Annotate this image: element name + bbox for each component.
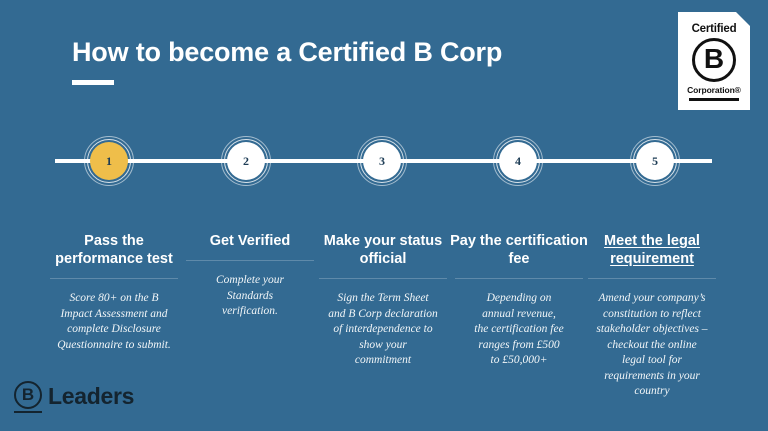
bleaders-b-letter: B [21, 385, 35, 404]
marker-inner-ring [224, 139, 268, 183]
step-marker-1[interactable]: 1 [84, 136, 134, 186]
step-divider [186, 260, 314, 262]
marker-inner-ring [496, 139, 540, 183]
step-marker-4[interactable]: 4 [493, 136, 543, 186]
step-column-1: Pass the performance test Score 80+ on t… [38, 232, 190, 353]
marker-outer-ring [84, 136, 134, 186]
bcorp-bottom-rule [689, 97, 739, 101]
step-marker-5[interactable]: 5 [630, 136, 680, 186]
marker-disc: 5 [636, 142, 674, 180]
marker-disc: 1 [90, 142, 128, 180]
marker-outer-ring [493, 136, 543, 186]
title-underline-rule [72, 79, 114, 85]
step-body-5: Amend your company’s constitution to ref… [596, 292, 708, 398]
marker-outer-ring [630, 136, 680, 186]
step-body-4: Depending on annual revenue, the certifi… [474, 292, 564, 367]
step-body-3: Sign the Term Sheet and B Corp declarati… [328, 292, 438, 367]
marker-number: 4 [515, 154, 521, 168]
bleaders-wordmark: Leaders [48, 382, 135, 409]
bcorp-b-circle-icon: B [692, 38, 736, 82]
step-body-1: Score 80+ on the B Impact Assessment and… [57, 292, 171, 351]
bleaders-underline-rule [14, 411, 42, 413]
bleaders-b-mark-icon: B [14, 381, 44, 415]
step-heading-2: Get Verified [209, 233, 291, 249]
step-heading-4: Pay the certification fee [450, 233, 588, 268]
step-marker-2[interactable]: 2 [221, 136, 271, 186]
step-divider [588, 278, 716, 280]
bcorp-certified-label: Certified [691, 22, 737, 35]
step-column-2: Get Verified Complete your Standards ver… [174, 232, 326, 320]
title-block: How to become a Certified B Corp [72, 37, 632, 85]
marker-number: 5 [652, 154, 658, 168]
step-heading-3: Make your status official [323, 233, 443, 268]
marker-number: 2 [243, 154, 249, 168]
step-body-2: Complete your Standards verification. [215, 274, 285, 318]
step-divider [319, 278, 447, 280]
bleaders-circle-icon: B [14, 381, 42, 409]
bcorp-corporation-label: Corporation® [687, 85, 741, 95]
marker-inner-ring [87, 139, 131, 183]
bcorp-folded-corner-icon [736, 12, 750, 26]
step-marker-3[interactable]: 3 [357, 136, 407, 186]
step-column-5: Meet the legal requirement Amend your co… [576, 232, 728, 400]
bcorp-badge-content: Certified B Corporation® [678, 12, 750, 110]
marker-number: 3 [379, 154, 385, 168]
marker-inner-ring [633, 139, 677, 183]
step-divider [455, 278, 583, 280]
marker-inner-ring [360, 139, 404, 183]
step-divider [50, 278, 178, 280]
marker-number: 1 [106, 154, 112, 168]
bcorp-certification-badge: Certified B Corporation® [678, 12, 750, 110]
marker-disc: 2 [227, 142, 265, 180]
bleaders-logo: B Leaders [14, 381, 134, 415]
step-column-3: Make your status official Sign the Term … [307, 232, 459, 369]
marker-outer-ring [221, 136, 271, 186]
marker-outer-ring [357, 136, 407, 186]
marker-disc: 4 [499, 142, 537, 180]
step-heading-1: Pass the performance test [55, 233, 173, 268]
step-column-4: Pay the certification fee Depending on a… [443, 232, 595, 369]
page-title: How to become a Certified B Corp [72, 37, 503, 67]
marker-disc: 3 [363, 142, 401, 180]
bcorp-b-letter: B [703, 43, 725, 74]
step-heading-5-link[interactable]: Meet the legal requirement [604, 233, 700, 268]
